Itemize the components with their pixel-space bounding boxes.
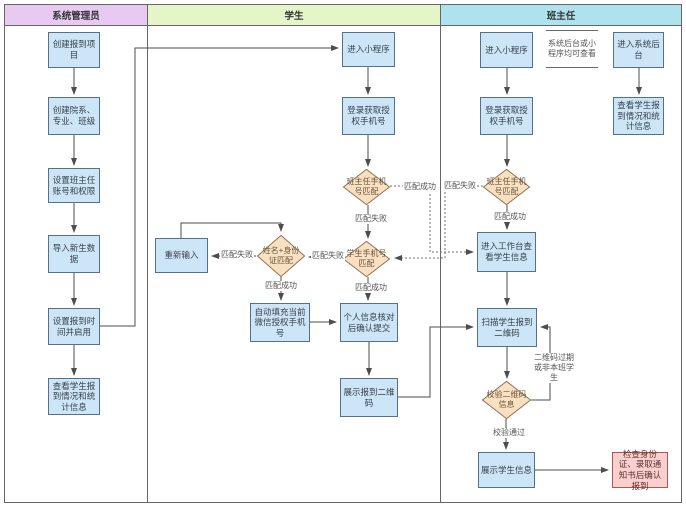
node-re-enter: 重新输入 [155,238,208,273]
node-label: 自动填充当前微信授权手机号 [254,306,306,338]
node-scan-qr: 扫描学生报到二维码 [477,308,537,347]
decision-label: 班主任手机号匹配 [486,177,527,196]
node-teacher-enter-mini: 进入小程序 [480,32,533,68]
decision-verify-qr: 校验二维码信息 [482,381,531,419]
node-label: 查看学生报到情况和统计信息 [52,380,96,412]
diamond-shape [343,169,390,205]
node-label: 重新输入 [164,250,199,261]
node-admin-view-stats: 查看学生报到情况和统计信息 [48,378,100,415]
node-label: 设置报到时间并启用 [52,315,96,337]
node-label: 进入工作台查看学生信息 [480,241,532,262]
node-student-enter-mini: 进入小程序 [342,32,395,67]
node-create-org: 创建院系、专业、班级 [48,97,100,135]
decision-label: 校验二维码信息 [486,390,527,409]
diamond-shape [482,381,531,419]
decision-name-id-match: 姓名+身份证匹配 [257,235,305,277]
node-confirm-submit: 个人信息核对后确认提交 [340,303,398,342]
node-set-teacher-account: 设置班主任账号和权限 [48,168,100,203]
edge-label-qr-invalid: 二维码过期或非本班学生 [530,353,578,383]
node-import-students: 导入新生数据 [48,235,100,273]
node-label: 展示学生信息 [481,464,533,475]
lane-teacher-title: 班主任 [546,11,576,22]
node-label: 设置班主任账号和权限 [52,174,96,196]
edge-label-match-fail: 匹配失败 [443,181,477,191]
node-label: 进入小程序 [347,44,390,55]
diamond-shape [257,235,305,277]
lane-admin-title: 系统管理员 [52,11,100,22]
note-label: 系统后台或小程序均可查看 [548,38,596,58]
decision-label: 班主任手机号匹配 [346,177,387,196]
node-label: 展示报到二维码 [343,386,395,408]
node-create-project: 创建报到项目 [48,32,100,68]
decision-label: 学生手机号匹配 [346,249,387,268]
node-label: 进入小程序 [485,44,528,55]
diamond-shape [483,169,530,205]
node-show-student-info: 展示学生信息 [478,452,535,488]
node-enter-backend: 进入系统后台 [613,32,664,68]
node-show-qr: 展示报到二维码 [340,378,398,417]
edge-label-match-success: 匹配成功 [354,283,388,293]
node-label: 创建报到项目 [52,39,96,60]
node-label: 进入系统后台 [617,39,660,60]
node-label: 个人信息核对后确认提交 [343,311,395,333]
node-set-time: 设置报到时间并启用 [48,308,100,345]
node-label: 创建院系、专业、班级 [52,105,96,126]
decision-student-phone-match: 学生手机号匹配 [343,241,390,277]
decision-teacher-phone-match: 班主任手机号匹配 [483,169,530,205]
node-label: 导入新生数据 [52,243,96,264]
diamond-shape [343,241,390,277]
lane-admin-header: 系统管理员 [4,4,148,26]
node-label: 登录获取授权手机号 [485,105,528,126]
lane-student-title: 学生 [284,11,304,22]
edge-label-match-success: 匹配成功 [493,212,527,222]
node-workspace: 进入工作台查看学生信息 [477,232,536,272]
node-student-login: 登录获取授权手机号 [342,97,395,135]
edge-label-match-fail: 匹配失败 [220,250,254,260]
node-autofill-phone: 自动填充当前微信授权手机号 [250,303,310,342]
edge-label-match-success: 匹配成功 [264,281,298,291]
edge-label-match-fail: 匹配失败 [354,214,388,224]
node-teacher-login: 登录获取授权手机号 [480,97,533,135]
lane-student-header: 学生 [147,4,441,26]
lane-teacher-header: 班主任 [440,4,682,26]
node-label: 检查身份证、录取通知书后确认报到 [618,448,662,491]
node-label: 查看学生报到情况和统计信息 [617,100,660,132]
node-label: 登录获取授权手机号 [347,105,390,126]
node-confirm-checkin: 检查身份证、录取通知书后确认报到 [612,449,668,491]
edge-label-verify-pass: 校验通过 [492,428,526,438]
node-label: 扫描学生报到二维码 [481,316,533,338]
edge-label-match-fail: 匹配失败 [311,251,345,261]
decision-label: 姓名+身份证匹配 [262,246,300,265]
edge-label-match-success: 匹配成功 [403,182,437,192]
note-backend-or-mini: 系统后台或小程序均可查看 [546,30,598,68]
node-teacher-view-stats: 查看学生报到情况和统计信息 [613,97,664,135]
decision-teacher-phone-match-student-lane: 班主任手机号匹配 [343,169,390,205]
